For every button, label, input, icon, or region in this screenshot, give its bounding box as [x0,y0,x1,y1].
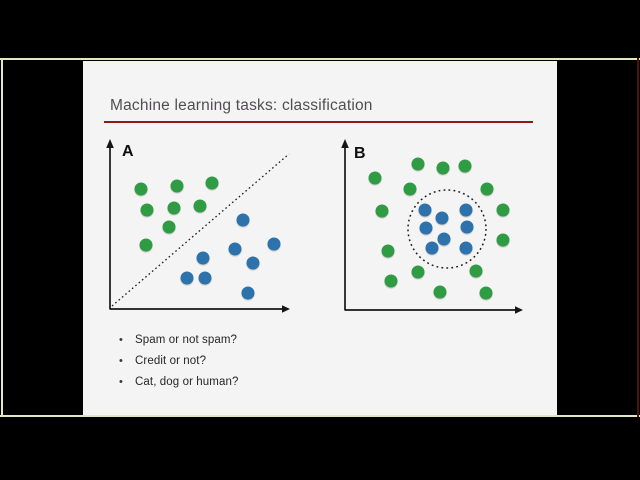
bullet-icon: • [119,334,123,346]
blue-data-point [180,271,194,285]
bullet-text: Cat, dog or human? [135,376,239,388]
blue-data-point [198,271,212,285]
green-data-point [480,182,494,196]
blue-data-point [418,203,432,217]
blue-data-point [196,251,210,265]
green-data-point [436,161,450,175]
green-data-point [170,179,184,193]
blue-data-point [459,203,473,217]
diagram-b: B [340,138,535,316]
green-data-point [205,176,219,190]
green-data-point [458,159,472,173]
green-data-point [381,244,395,258]
green-data-point [167,201,181,215]
blue-data-point [267,237,281,251]
green-data-point [433,285,447,299]
blue-data-point [236,213,250,227]
frame-border-right [637,58,639,417]
bullet-icon: • [119,376,123,388]
green-data-point [375,204,389,218]
list-item: • Credit or not? [119,354,349,368]
bullet-icon: • [119,355,123,367]
diagram-b-label: B [354,145,366,162]
blue-data-point [425,241,439,255]
green-data-point [140,203,154,217]
frame-border-bottom [0,415,640,417]
separator-dotted-line [111,153,290,307]
frame-border-top [0,58,640,60]
x-axis-arrow-icon [282,305,290,313]
slide: Machine learning tasks: classification A [83,61,557,415]
blue-data-point [228,242,242,256]
green-data-point [193,199,207,213]
blue-data-point [459,241,473,255]
list-item: • Spam or not spam? [119,333,349,347]
title-underline [104,121,533,123]
green-data-point [469,264,483,278]
bullet-text: Spam or not spam? [135,334,238,346]
diagram-a-dots [100,138,300,316]
diagram-b-plot [341,139,523,314]
green-data-point [411,265,425,279]
green-data-point [411,157,425,171]
blue-data-point [460,220,474,234]
frame-border-left [1,58,3,417]
green-data-point [162,220,176,234]
blue-data-point [246,256,260,270]
green-data-point [139,238,153,252]
cluster-dotted-circle [407,189,487,269]
blue-data-point [437,232,451,246]
diagram-a-plot [106,139,290,313]
green-data-point [384,274,398,288]
x-axis-arrow-icon [515,306,523,314]
green-data-point [368,171,382,185]
bullet-list: • Spam or not spam? • Credit or not? • C… [119,333,349,396]
blue-data-point [419,221,433,235]
blue-data-point [435,211,449,225]
slide-title: Machine learning tasks: classification [110,97,373,114]
green-data-point [134,182,148,196]
y-axis-arrow-icon [341,139,349,148]
green-data-point [479,286,493,300]
diagram-a-label: A [122,143,134,160]
bullet-text: Credit or not? [135,355,207,367]
blue-data-point [241,286,255,300]
diagram-a: A [100,138,300,316]
diagram-b-dots [340,138,535,316]
y-axis-arrow-icon [106,139,114,148]
green-data-point [496,203,510,217]
list-item: • Cat, dog or human? [119,375,349,389]
green-data-point [403,182,417,196]
green-data-point [496,233,510,247]
